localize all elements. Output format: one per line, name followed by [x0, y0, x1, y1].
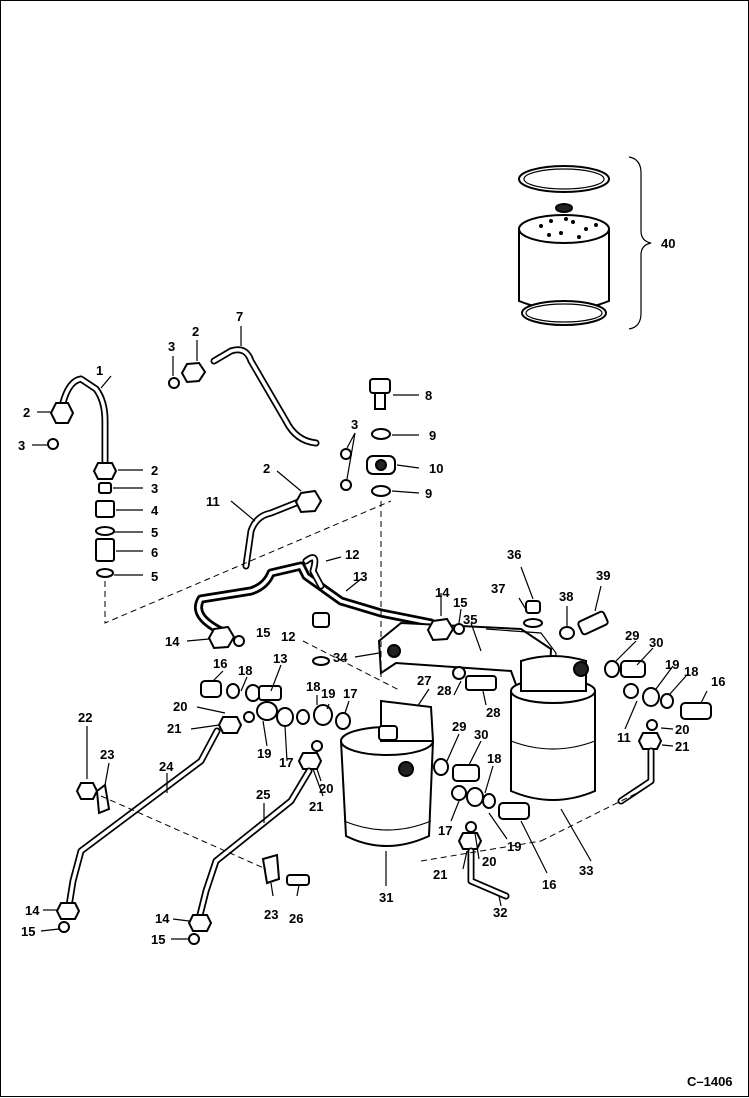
drawing-code: C–1406 — [687, 1074, 733, 1089]
callout-35: 35 — [463, 612, 477, 627]
callout-30a: 30 — [649, 635, 663, 650]
callout-14b: 14 — [435, 585, 450, 600]
callout-24: 24 — [159, 759, 174, 774]
callout-19d: 19 — [507, 839, 521, 854]
callout-8: 8 — [425, 388, 432, 403]
callout-25: 25 — [256, 787, 270, 802]
callout-19c: 19 — [321, 686, 335, 701]
callout-31: 31 — [379, 890, 393, 905]
callout-22: 22 — [78, 710, 92, 725]
right-bowl-fittings: 29 30 19 18 16 11 20 21 — [604, 628, 725, 805]
callout-20d: 20 — [482, 854, 496, 869]
callout-34: 34 — [333, 650, 348, 665]
callout-15d: 15 — [151, 932, 165, 947]
callout-16b: 16 — [213, 656, 227, 671]
callout-20a: 20 — [675, 722, 689, 737]
callout-12b: 12 — [281, 629, 295, 644]
callout-4: 4 — [151, 503, 159, 518]
callout-21b: 21 — [167, 721, 181, 736]
left-head-fittings: 16 18 13 20 21 19 17 18 19 17 20 21 — [167, 651, 357, 814]
callout-2b: 2 — [151, 463, 158, 478]
callout-16a: 16 — [711, 674, 725, 689]
callout-9a: 9 — [429, 428, 436, 443]
callout-14c: 14 — [25, 903, 40, 918]
banjo-fitting: 8 3 9 10 9 — [340, 378, 443, 501]
callout-13: 13 — [353, 569, 367, 584]
callout-32: 32 — [493, 905, 507, 920]
callout-3b: 3 — [151, 481, 158, 496]
fuel-line-11: 2 11 — [206, 461, 323, 570]
filter-bowl-left: 31 — [340, 699, 435, 905]
callout-15b: 15 — [453, 595, 467, 610]
callout-18a: 18 — [684, 664, 698, 679]
callout-7: 7 — [236, 309, 243, 324]
callout-3c: 3 — [168, 339, 175, 354]
callout-20b: 20 — [173, 699, 187, 714]
callout-33: 33 — [579, 863, 593, 878]
lower-fuel-lines: 24 25 14 15 14 15 — [21, 727, 313, 947]
callout-5a: 5 — [151, 525, 158, 540]
callout-28a: 28 — [437, 683, 451, 698]
line-clips: 22 23 23 26 — [75, 710, 310, 926]
fuel-lines-12-13: 12 13 14 15 12 — [165, 547, 436, 666]
callout-16c: 16 — [542, 877, 556, 892]
callout-26: 26 — [289, 911, 303, 926]
callout-17b: 17 — [343, 686, 357, 701]
callout-37: 37 — [491, 581, 505, 596]
callout-39: 39 — [596, 568, 610, 583]
callout-5b: 5 — [151, 569, 158, 584]
callout-1: 1 — [96, 363, 103, 378]
callout-3d: 3 — [351, 417, 358, 432]
callout-17a: 17 — [279, 755, 293, 770]
callout-15c: 15 — [21, 924, 35, 939]
callout-11a: 11 — [206, 494, 220, 509]
callout-18d: 18 — [487, 751, 501, 766]
callout-12: 12 — [345, 547, 359, 562]
callout-14a: 14 — [165, 634, 180, 649]
callout-9b: 9 — [425, 486, 432, 501]
callout-21d: 21 — [433, 867, 447, 882]
callout-27: 27 — [417, 673, 431, 688]
callout-18b: 18 — [238, 663, 252, 678]
callout-10: 10 — [429, 461, 443, 476]
callout-21c: 21 — [309, 799, 323, 814]
callout-2a: 2 — [23, 405, 30, 420]
callout-29a: 29 — [625, 628, 639, 643]
callout-29b: 29 — [452, 719, 466, 734]
assembly-guide-lines — [100, 500, 642, 870]
filter-element-kit: 40 — [518, 156, 675, 330]
callout-19b: 19 — [257, 746, 271, 761]
callout-23b: 23 — [264, 907, 278, 922]
callout-3a: 3 — [18, 438, 25, 453]
callout-2d: 2 — [263, 461, 270, 476]
callout-36: 36 — [507, 547, 521, 562]
callout-13b: 13 — [273, 651, 287, 666]
callout-15a: 15 — [256, 625, 270, 640]
left-fuel-line-assembly: 1 2 3 2 3 4 5 6 5 — [18, 363, 159, 584]
upper-fuel-line-7: 7 2 3 — [168, 309, 320, 447]
callout-14d: 14 — [155, 911, 170, 926]
callout-21a: 21 — [675, 739, 689, 754]
callout-30b: 30 — [474, 727, 488, 742]
filter-bowl-right: 33 — [510, 655, 596, 878]
callout-2c: 2 — [192, 324, 199, 339]
callout-40: 40 — [661, 236, 675, 251]
callout-38: 38 — [559, 589, 573, 604]
callout-11b: 11 — [617, 730, 631, 745]
callout-6: 6 — [151, 545, 158, 560]
callout-19a: 19 — [665, 657, 679, 672]
callout-20c: 20 — [319, 781, 333, 796]
callout-23a: 23 — [100, 747, 114, 762]
callout-28b: 28 — [486, 705, 500, 720]
left-bowl-fittings: 29 30 18 17 19 20 21 16 32 — [433, 719, 556, 920]
bleed-screw-and-bolts: 36 37 38 39 — [491, 547, 610, 640]
callout-17c: 17 — [438, 823, 452, 838]
callout-18c: 18 — [306, 679, 320, 694]
